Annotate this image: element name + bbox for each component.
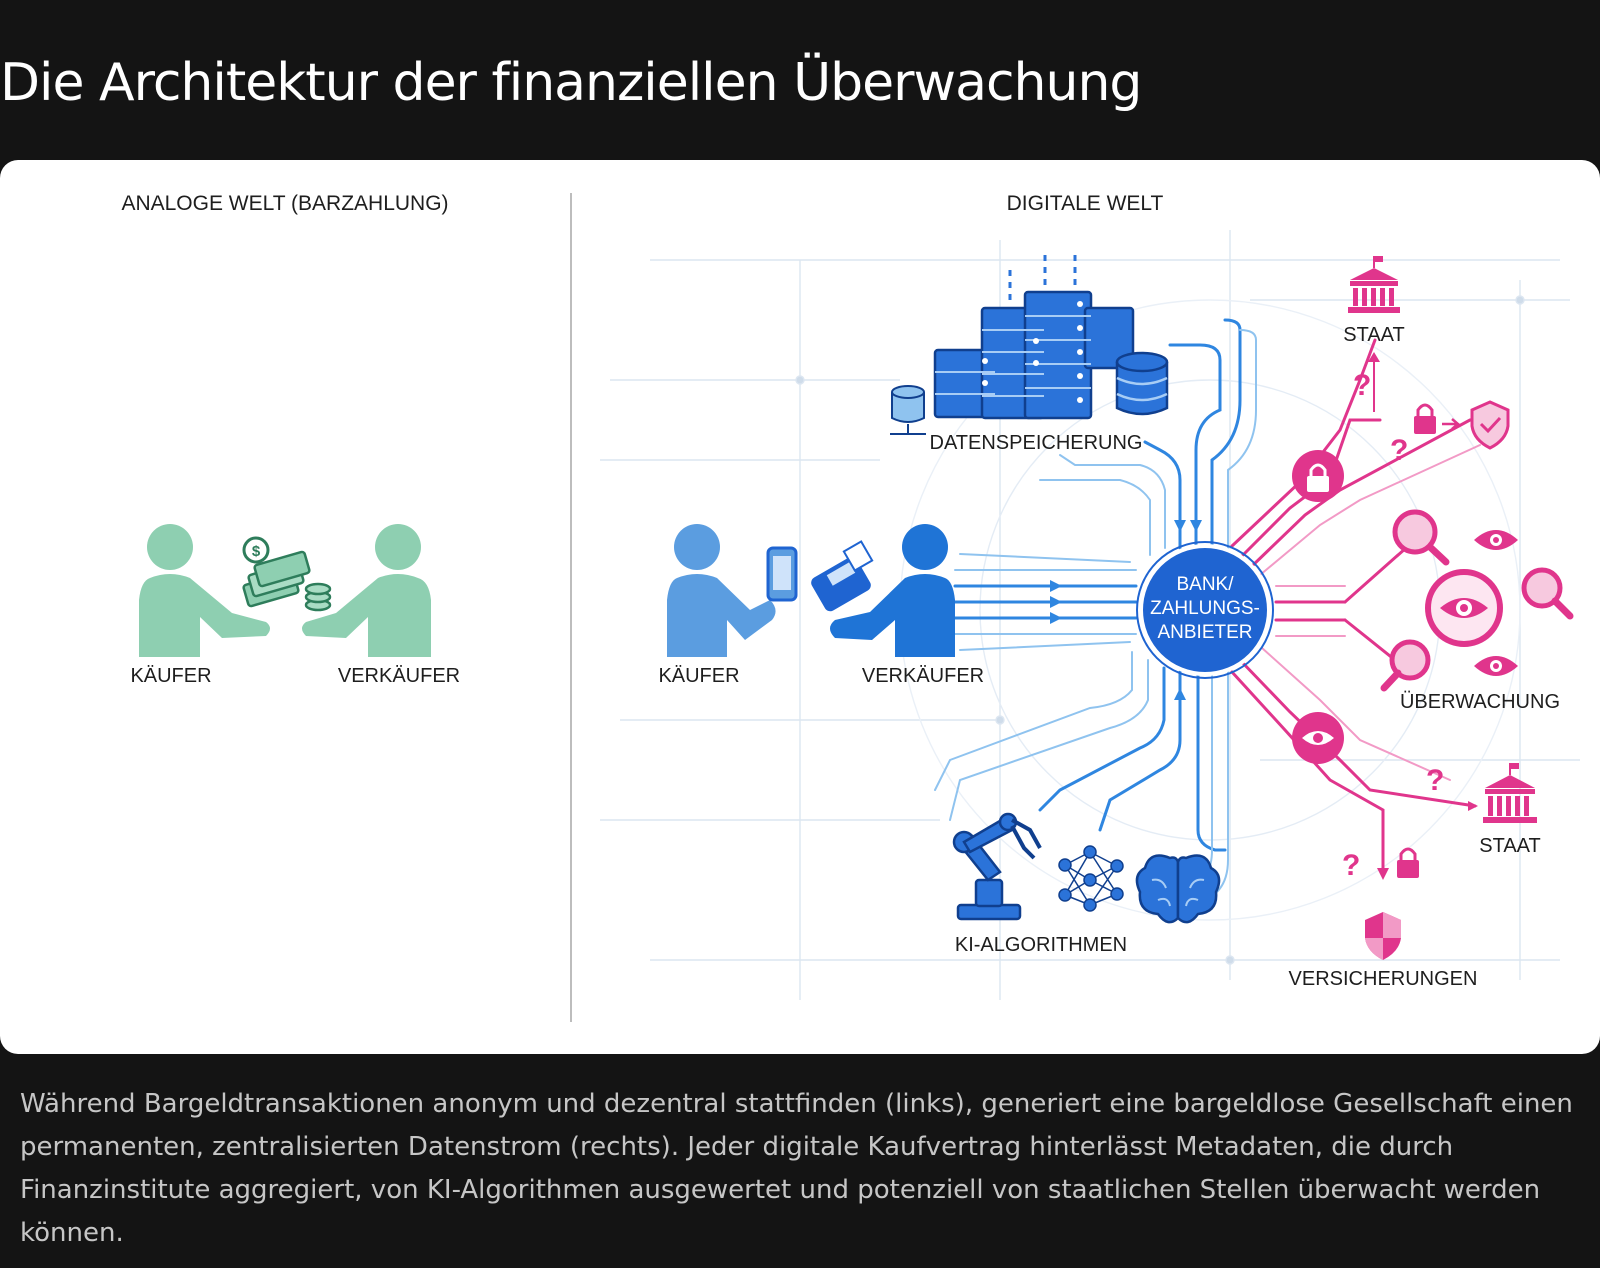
cash-money-icon: $ <box>242 536 332 612</box>
hub-label-line-2: ZAHLUNGS- <box>1150 598 1260 619</box>
smartphone-icon <box>766 546 798 602</box>
eye-icon <box>1474 530 1518 550</box>
analog-buyer-label: KÄUFER <box>130 665 211 687</box>
digital-heading: DIGITALE WELT <box>1007 192 1164 215</box>
state-bottom-label: STAAT <box>1479 835 1540 857</box>
card-terminal-icon <box>811 540 874 612</box>
bank-hub: BANK/ ZAHLUNGS- ANBIETER <box>1136 541 1274 679</box>
ai-label: KI-ALGORITHMEN <box>955 934 1127 956</box>
eye-node-icon <box>1292 712 1344 764</box>
magnifier-icon <box>1380 639 1431 692</box>
hub-label-line-3: ANBIETER <box>1157 622 1252 643</box>
database-icon <box>1115 351 1169 416</box>
digital-buyer-label: KÄUFER <box>658 665 739 687</box>
government-building-icon-top <box>1348 256 1400 313</box>
magnifier-icon <box>1521 567 1574 620</box>
page-title: Die Architektur der finanziellen Überwac… <box>0 53 1142 113</box>
analog-seller-label: VERKÄUFER <box>338 665 460 687</box>
state-bottom-arrowhead <box>1468 801 1478 811</box>
question-mark-icon: ? <box>1353 369 1371 402</box>
robot-arm-icon <box>952 812 1042 921</box>
digital-seller-label: VERKÄUFER <box>862 665 984 687</box>
small-database-icon <box>890 385 926 435</box>
question-mark-icon: ? <box>1390 434 1408 467</box>
magnifier-icon <box>1392 509 1450 566</box>
analog-seller-icon <box>302 524 431 657</box>
analog-heading: ANALOGE WELT (BARZAHLUNG) <box>121 192 448 215</box>
question-mark-icon: ? <box>1342 849 1360 882</box>
brain-icon <box>1135 854 1221 924</box>
lock-node-icon <box>1292 450 1344 502</box>
hub-label-line-1: BANK/ <box>1176 574 1234 595</box>
government-building-icon-bottom <box>1483 763 1537 823</box>
large-eye-icon <box>1425 569 1503 647</box>
neural-network-icon <box>1058 845 1124 912</box>
insurance-label: VERSICHERUNGEN <box>1289 968 1478 990</box>
surveillance-label: ÜBERWACHUNG <box>1400 691 1560 713</box>
analog-buyer-icon <box>139 524 270 657</box>
question-mark-icon: ? <box>1426 764 1444 797</box>
shield-icon <box>1365 912 1401 960</box>
storage-label: DATENSPEICHERUNG <box>930 432 1143 454</box>
padlock-icon <box>1397 847 1419 878</box>
digital-buyer-icon <box>667 524 776 657</box>
shield-check-icon <box>1470 400 1510 450</box>
figure-caption: Während Bargeldtransaktionen anonym und … <box>20 1089 1573 1248</box>
insurance-arrowhead <box>1377 868 1389 880</box>
svg-text:$: $ <box>252 543 261 560</box>
padlock-icon <box>1414 403 1460 434</box>
server-rack-icon <box>933 255 1135 420</box>
diagram-figure: ANALOGE WELT (BARZAHLUNG) $ KÄUFER VER <box>0 160 1600 1054</box>
eye-icon <box>1474 656 1518 676</box>
state-top-label: STAAT <box>1343 324 1404 346</box>
digital-seller-icon <box>830 524 955 657</box>
state-top-arrowhead <box>1368 352 1380 362</box>
